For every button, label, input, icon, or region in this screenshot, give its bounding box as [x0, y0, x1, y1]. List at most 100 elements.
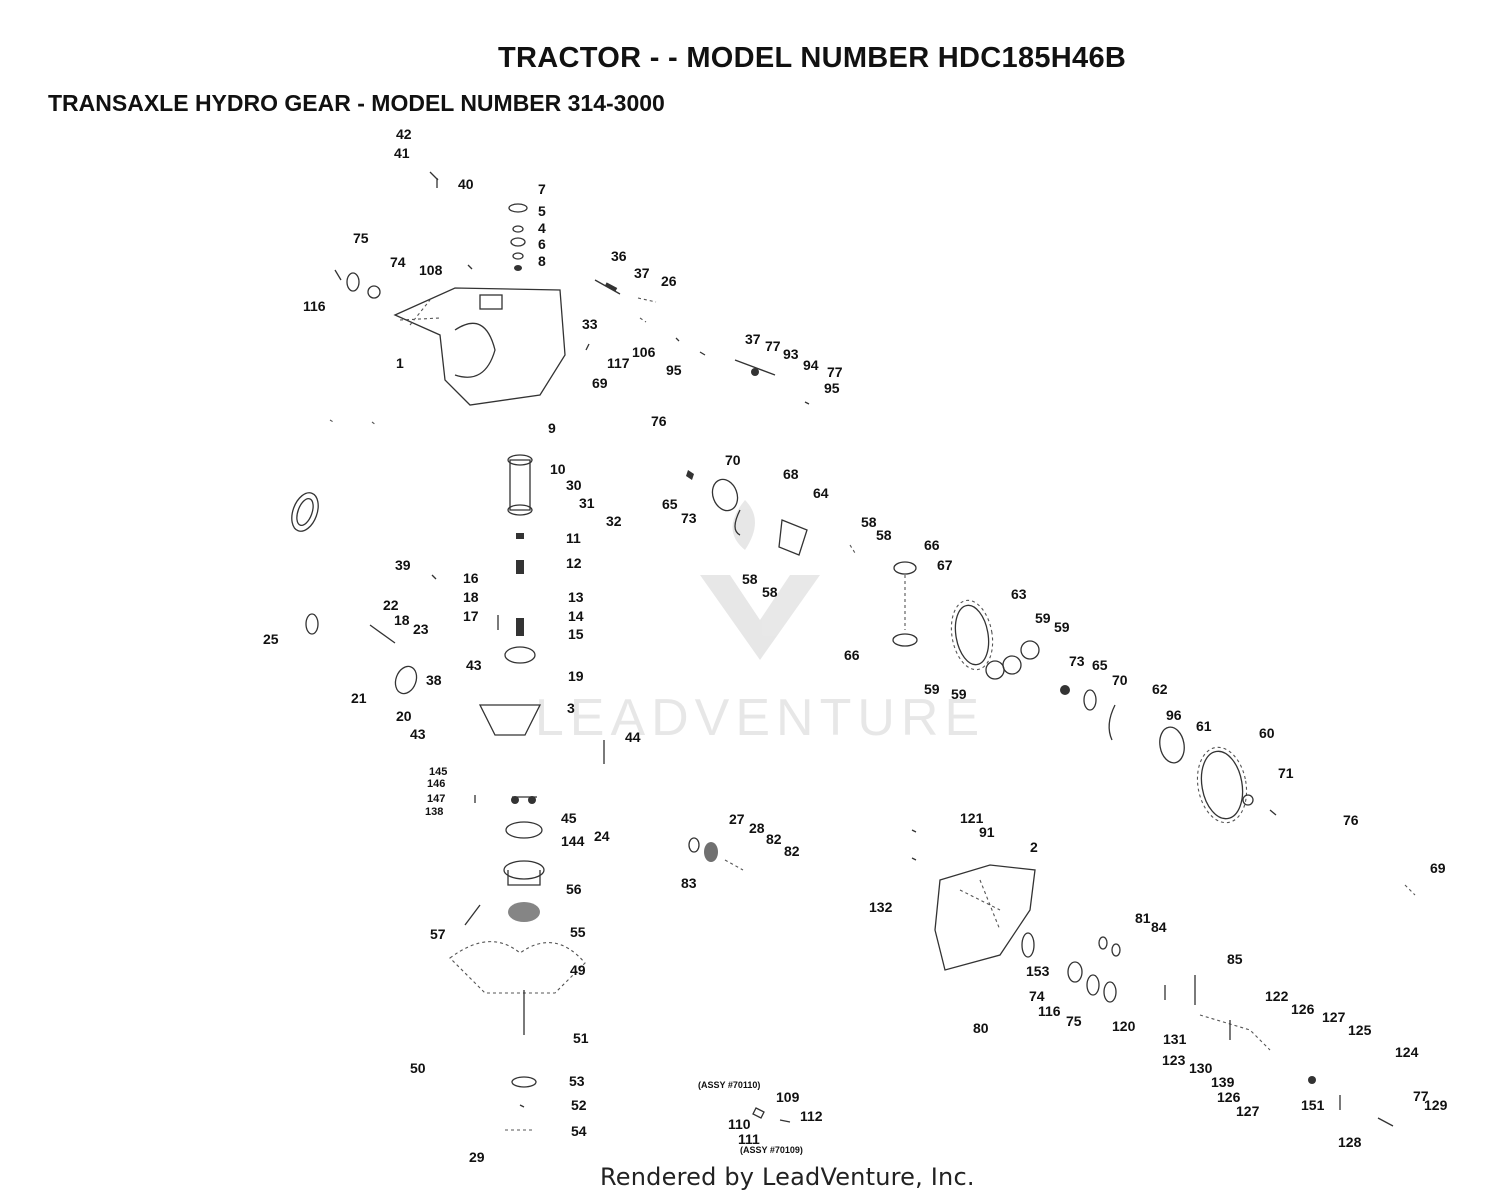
- callout-label: 126: [1217, 1089, 1241, 1105]
- axle-gear-part: [1159, 726, 1277, 824]
- callout-label: 117: [607, 355, 630, 371]
- callout-label: 84: [1151, 919, 1167, 935]
- callout-label: 50: [410, 1060, 426, 1076]
- detail-marks: [329, 419, 377, 426]
- callout-label: 68: [783, 466, 799, 482]
- seal-stack-part: [429, 171, 528, 271]
- callout-label: 129: [1424, 1097, 1448, 1113]
- callout-label: 42: [396, 126, 412, 142]
- callout-label: 20: [396, 708, 412, 724]
- callout-label: 45: [561, 810, 577, 826]
- callout-label: 18: [394, 612, 410, 628]
- watermark-text: LEADVENTURE: [535, 689, 985, 747]
- callout-label: 23: [413, 621, 429, 637]
- callout-label: 24: [594, 828, 610, 844]
- callout-label: 153: [1026, 963, 1050, 979]
- callout-label: 77: [827, 364, 843, 380]
- callout-label: 43: [466, 657, 482, 673]
- upper-housing-part: [334, 264, 566, 406]
- callout-label: 64: [813, 485, 829, 501]
- callout-label: 109: [776, 1089, 800, 1105]
- control-linkage-part: [1164, 884, 1416, 1127]
- callout-label: 132: [869, 899, 893, 915]
- callout-label: 36: [611, 248, 627, 264]
- callout-label: 7: [538, 181, 546, 197]
- callout-label: 61: [1196, 718, 1212, 734]
- callout-label: 31: [579, 495, 595, 511]
- callout-label: 77: [765, 338, 781, 354]
- callout-label: 146: [427, 778, 445, 790]
- callout-label: 32: [606, 513, 622, 529]
- callout-label: 41: [394, 145, 410, 161]
- callout-label: 6: [538, 236, 546, 252]
- callout-label: 70: [725, 452, 741, 468]
- callout-label: 122: [1265, 988, 1289, 1004]
- callout-label: 74: [390, 254, 406, 270]
- callout-label: 127: [1322, 1009, 1346, 1025]
- callout-label: 130: [1189, 1060, 1213, 1076]
- brake-assembly-part: [688, 837, 744, 871]
- callout-label: 69: [1430, 860, 1446, 876]
- callout-label: 123: [1162, 1052, 1186, 1068]
- callout-label: 106: [632, 344, 656, 360]
- callout-label: 29: [469, 1149, 485, 1165]
- callout-label: 75: [353, 230, 369, 246]
- callout-label: 19: [568, 668, 584, 684]
- callout-label: 128: [1338, 1134, 1362, 1150]
- differential-gear-part: [686, 470, 856, 556]
- input-shaft-part: [734, 359, 810, 405]
- callout-label: 131: [1163, 1031, 1187, 1047]
- callout-label: 124: [1395, 1044, 1419, 1060]
- callout-label: 59: [1054, 619, 1070, 635]
- callout-label: 108: [419, 262, 443, 278]
- callout-label: 63: [1011, 586, 1027, 602]
- callout-label: 52: [571, 1097, 587, 1113]
- callout-label: 85: [1227, 951, 1243, 967]
- callout-label: 83: [681, 875, 697, 891]
- callout-label: 40: [458, 176, 474, 192]
- callout-label: 67: [937, 557, 953, 573]
- shaft-part: [585, 279, 706, 356]
- callout-label: 25: [263, 631, 279, 647]
- page-subtitle: TRANSAXLE HYDRO GEAR - MODEL NUMBER 314-…: [48, 90, 665, 116]
- callout-label: 38: [426, 672, 442, 688]
- callout-label: 17: [463, 608, 479, 624]
- callout-label: 53: [569, 1073, 585, 1089]
- callout-label: 1: [396, 355, 404, 371]
- callout-label: 116: [1038, 1003, 1061, 1019]
- callout-label: 37: [745, 331, 761, 347]
- lower-cover-part: [449, 821, 586, 1131]
- callout-label: 70: [1112, 672, 1128, 688]
- callout-label: 28: [749, 820, 765, 836]
- assembly-note-70110: (ASSY #70110): [698, 1080, 760, 1090]
- callout-label: 14: [568, 608, 584, 624]
- callout-label: 59: [1035, 610, 1051, 626]
- callout-label: 74: [1029, 988, 1045, 1004]
- callout-label: 37: [634, 265, 650, 281]
- callout-label: 65: [662, 496, 678, 512]
- callout-label: 55: [570, 924, 586, 940]
- callout-label: 9: [548, 420, 556, 436]
- callout-label: 16: [463, 570, 479, 586]
- callout-label: 56: [566, 881, 582, 897]
- callout-label: 18: [463, 589, 479, 605]
- callout-label: 62: [1152, 681, 1168, 697]
- callout-label: 71: [1278, 765, 1294, 781]
- watermark-logo: LEADVENTURE: [535, 500, 985, 747]
- callout-label: 54: [571, 1123, 587, 1139]
- callout-label: 65: [1092, 657, 1108, 673]
- callout-label: 13: [568, 589, 584, 605]
- callout-label: 60: [1259, 725, 1275, 741]
- callout-label: 33: [582, 316, 598, 332]
- callout-label: 58: [762, 584, 778, 600]
- callout-label: 75: [1066, 1013, 1082, 1029]
- callout-label: 59: [951, 686, 967, 702]
- callout-label: 144: [561, 833, 585, 849]
- callout-label: 111: [738, 1131, 760, 1147]
- callout-label: 12: [566, 555, 582, 571]
- callout-label: 51: [573, 1030, 589, 1046]
- callout-label: 58: [742, 571, 758, 587]
- callout-label: 125: [1348, 1022, 1372, 1038]
- callout-label: 69: [592, 375, 608, 391]
